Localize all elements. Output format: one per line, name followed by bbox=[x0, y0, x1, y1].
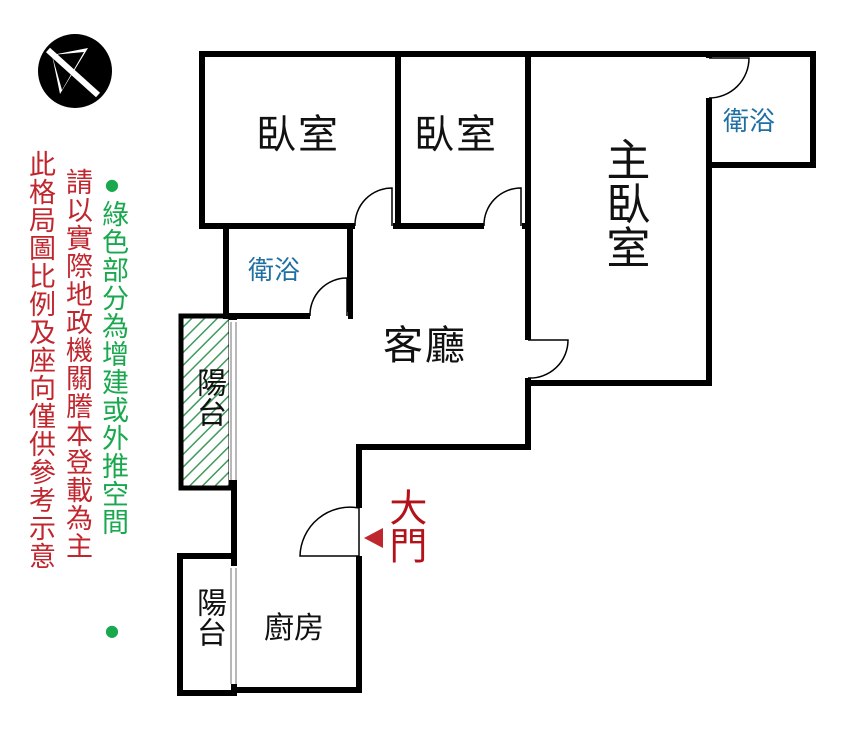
entrance-label: 大門 bbox=[382, 488, 427, 564]
compass-label: N bbox=[88, 70, 100, 86]
bullet-dot-icon: ● bbox=[105, 175, 119, 194]
entrance-arrow-icon bbox=[364, 528, 383, 548]
sliding-doors bbox=[230, 322, 237, 684]
room-bath-master: 衛浴 bbox=[723, 107, 776, 137]
room-bedroom-1: 臥室 bbox=[256, 112, 340, 158]
door-swings bbox=[299, 57, 750, 557]
room-balcony-1: 陽台 bbox=[191, 367, 226, 427]
addition-hatch bbox=[178, 313, 234, 491]
walls bbox=[177, 51, 816, 696]
note-disclaimer-2: 請以實際地政機關謄本登載為主 bbox=[61, 168, 92, 560]
room-bath-small: 衛浴 bbox=[248, 256, 301, 286]
room-living: 客廳 bbox=[383, 323, 467, 369]
room-master-bedroom: 主臥室 bbox=[598, 137, 650, 269]
room-kitchen: 廚房 bbox=[264, 611, 324, 646]
compass-icon: N bbox=[38, 34, 112, 108]
bullet-dot-icon: ● bbox=[105, 621, 119, 640]
note-addition: 綠色部分為增建或外推空間 bbox=[97, 200, 128, 536]
room-balcony-2: 陽台 bbox=[191, 587, 226, 647]
note-disclaimer-1: 此格局圖比例及座向僅供參考示意 bbox=[24, 150, 55, 570]
room-bedroom-2: 臥室 bbox=[414, 112, 498, 158]
